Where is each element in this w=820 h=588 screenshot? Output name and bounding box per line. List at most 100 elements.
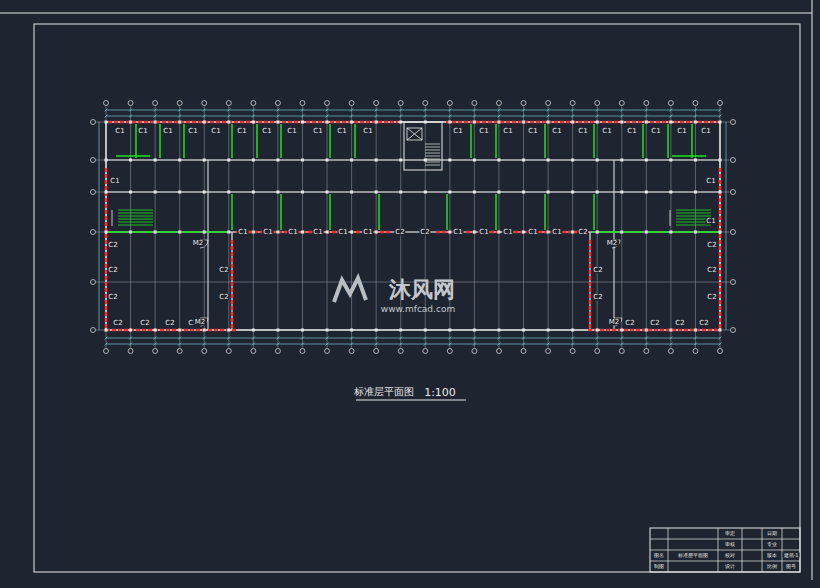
dimension-tick [227, 343, 230, 346]
dimension-line [106, 344, 720, 345]
sheet-edge [0, 13, 812, 14]
column [276, 329, 279, 332]
dimension-tick [497, 115, 500, 118]
dimension-tick [252, 343, 255, 346]
dimension-tick [719, 343, 722, 346]
dimension-tick [694, 337, 697, 340]
column [301, 121, 304, 124]
window-tag: C1 [626, 128, 637, 135]
dimension-tick [424, 343, 427, 346]
column [252, 159, 255, 162]
window-tag: C1 [114, 128, 125, 135]
column [399, 191, 402, 194]
window-tag: C1 [287, 229, 298, 236]
title-block-cell: 比例 [766, 564, 778, 569]
column [375, 191, 378, 194]
window-tag: C1 [577, 128, 588, 135]
column [522, 231, 525, 234]
window-tag: C1 [452, 128, 463, 135]
column [276, 191, 279, 194]
axis-bubble [325, 101, 330, 106]
column [645, 159, 648, 162]
window-tag: C1 [452, 229, 463, 236]
window-tag: C1 [312, 229, 323, 236]
title-block-rule [762, 528, 763, 572]
axis-line [621, 106, 622, 348]
column [694, 231, 697, 234]
column [645, 121, 648, 124]
stair-tread [425, 150, 440, 151]
column [178, 121, 181, 124]
axis-bubble [202, 349, 207, 354]
axis-bubble [251, 101, 256, 106]
window-tag: C1 [337, 229, 348, 236]
window-tag: C2 [107, 242, 118, 249]
column [473, 159, 476, 162]
window-run [446, 121, 718, 124]
axis-line [523, 106, 524, 348]
column [301, 231, 304, 234]
dimension-tick [154, 343, 157, 346]
dimension-tick [669, 343, 672, 346]
axis-bubble [177, 101, 182, 106]
dimension-tick [522, 343, 525, 346]
window-tag: C2 [164, 320, 175, 327]
wall [106, 231, 720, 232]
dimension-tick [227, 337, 230, 340]
watermark-logo [334, 278, 366, 302]
column [620, 231, 623, 234]
column [719, 329, 722, 332]
dimension-tick [301, 337, 304, 340]
partition-wall [495, 194, 497, 230]
dimension-tick [154, 115, 157, 118]
dimension-tick [375, 337, 378, 340]
column [154, 231, 157, 234]
axis-line [474, 106, 475, 348]
axis-bubble [374, 349, 379, 354]
column [350, 231, 353, 234]
axis-bubble [226, 349, 231, 354]
dimension-tick [227, 109, 230, 112]
dimension-tick [350, 115, 353, 118]
axis-line [130, 106, 131, 348]
column [129, 231, 132, 234]
dimension-tick [129, 115, 132, 118]
window-tag: C1 [551, 229, 562, 236]
dimension-line [106, 338, 720, 339]
window-tag: C1 [261, 128, 272, 135]
axis-bubble [423, 349, 428, 354]
shaft-box [407, 128, 422, 140]
axis-bubble [275, 101, 280, 106]
dimension-tick [326, 343, 329, 346]
axis-bubble [447, 349, 452, 354]
column [203, 231, 206, 234]
column [448, 231, 451, 234]
column [571, 231, 574, 234]
window-tag: C1 [236, 128, 247, 135]
dimension-tick [620, 109, 623, 112]
dimension-tick [448, 115, 451, 118]
window-tag: C1 [527, 229, 538, 236]
column [645, 231, 648, 234]
dimension-tick [399, 343, 402, 346]
dimension-tick [301, 109, 304, 112]
column [326, 121, 329, 124]
stair-tread [118, 216, 153, 217]
column [399, 159, 402, 162]
axis-bubble [644, 349, 649, 354]
column [669, 121, 672, 124]
window-run [588, 329, 720, 332]
dimension-tick [448, 343, 451, 346]
column [154, 159, 157, 162]
dimension-tick [350, 343, 353, 346]
exterior-wall [106, 122, 720, 330]
dimension-tick [203, 337, 206, 340]
stair-tread [425, 153, 440, 154]
title-block-cell: 日期 [766, 531, 778, 536]
column [276, 231, 279, 234]
dimension-tick [227, 115, 230, 118]
dimension-tick [719, 337, 722, 340]
dimension-tick [350, 109, 353, 112]
partition-wall [667, 124, 669, 158]
dimension-tick [497, 337, 500, 340]
